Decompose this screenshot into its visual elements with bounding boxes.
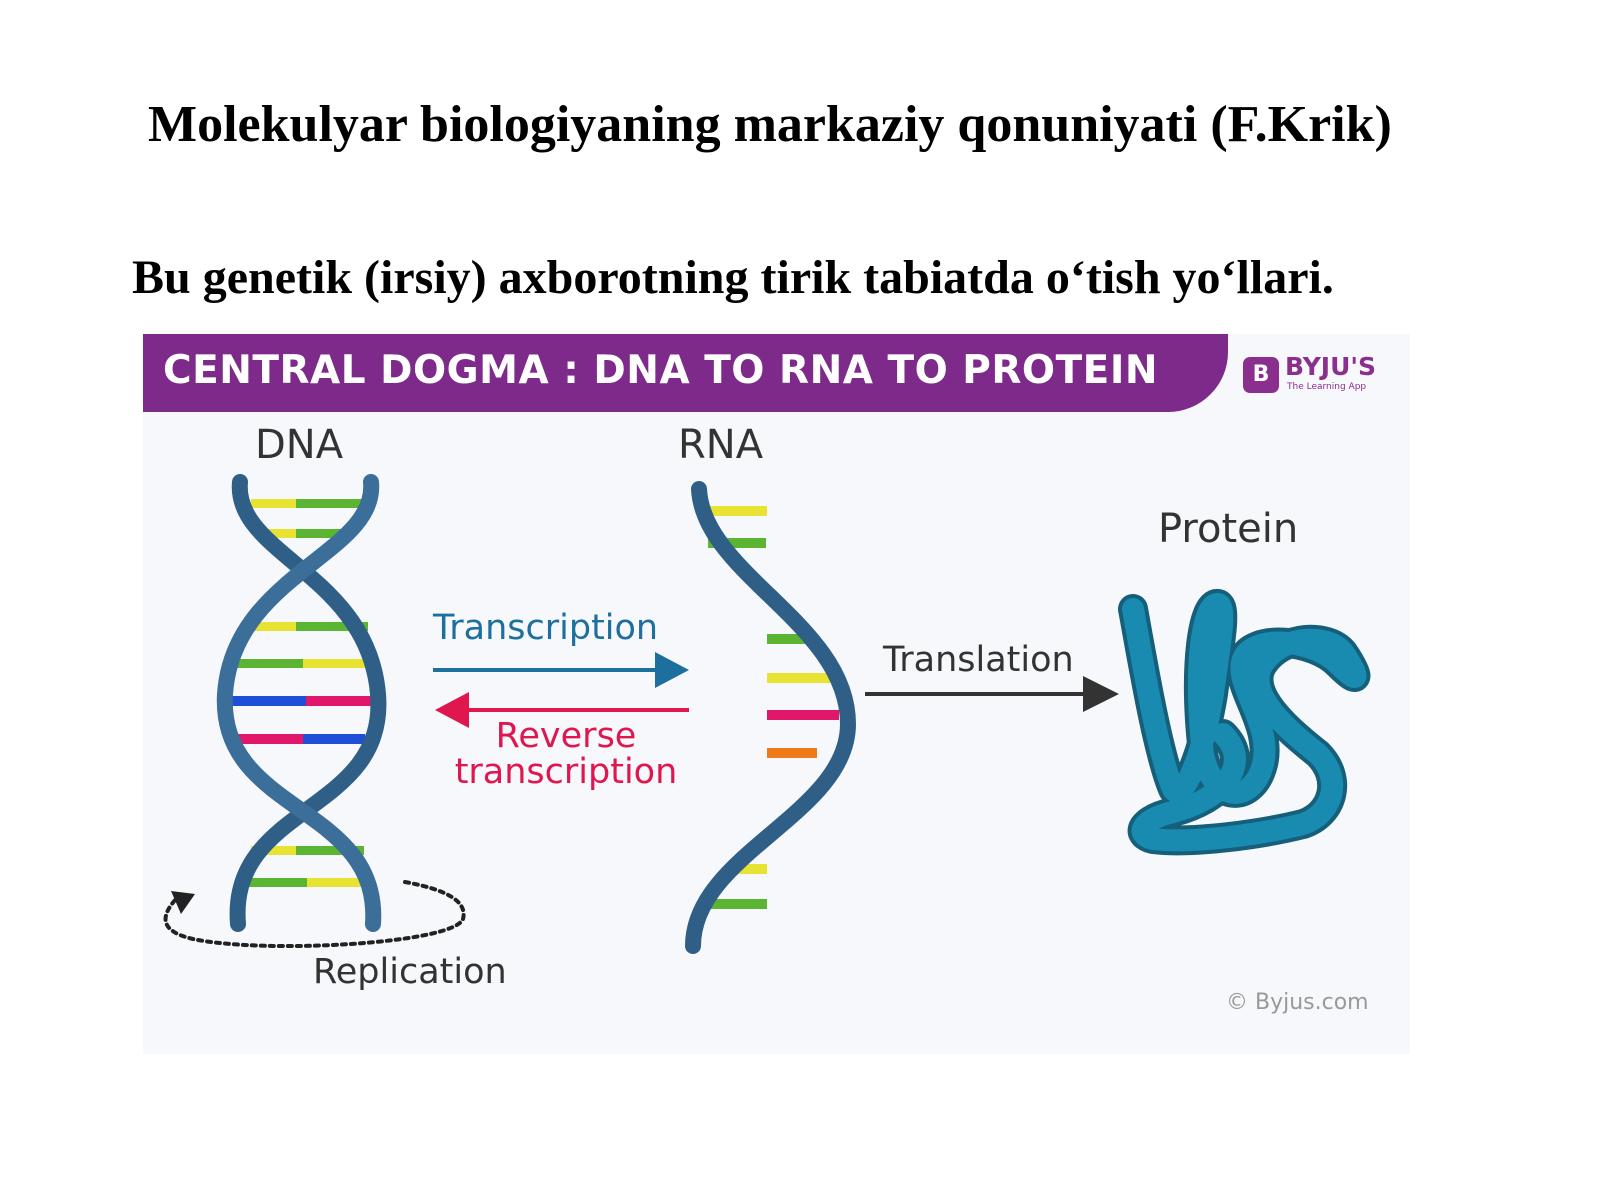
copyright-credit: © Byjus.com: [1226, 990, 1369, 1015]
dna-base-pair: [251, 622, 296, 631]
protein-structure: [1118, 589, 1371, 856]
byjus-logo: B BYJU'S The Learning App: [1243, 352, 1393, 402]
dna-label: DNA: [255, 422, 344, 468]
rna-strand: [685, 481, 857, 954]
slide-subtitle: Bu genetik (irsiy) axborotning tirik tab…: [132, 251, 1334, 304]
dna-base-pair: [235, 734, 303, 744]
translation-arrow: [865, 676, 1119, 712]
rna-base: [767, 634, 815, 644]
rna-base: [737, 864, 767, 874]
rna-base: [705, 506, 767, 516]
rna-base: [767, 748, 817, 758]
central-dogma-diagram: CENTRAL DOGMA : DNA TO RNA TO PROTEIN B …: [143, 334, 1410, 1054]
rna-label: RNA: [678, 422, 764, 468]
dna-base-pairs: [231, 499, 378, 887]
diagram-banner: CENTRAL DOGMA : DNA TO RNA TO PROTEIN: [143, 334, 1228, 412]
logo-mark: B: [1243, 357, 1279, 393]
dna-base-pair: [303, 734, 365, 744]
dna-base-pair: [296, 846, 364, 855]
diagram-artwork: [163, 474, 1371, 954]
dna-base-pair: [231, 696, 306, 706]
reverse-transcription-label: Reverse transcription: [454, 716, 678, 792]
logo-name: BYJU'S: [1285, 352, 1377, 381]
rna-base: [711, 899, 767, 909]
dna-base-pair: [251, 846, 296, 855]
dna-base-pair: [296, 529, 341, 538]
transcription-arrow: [433, 652, 689, 688]
rna-base: [767, 673, 839, 683]
replication-loop: [163, 880, 466, 949]
translation-label: Translation: [883, 640, 1074, 680]
dna-double-helix: [216, 474, 387, 932]
protein-label: Protein: [1158, 506, 1299, 552]
dna-base-pair: [303, 659, 378, 668]
rna-base: [767, 710, 839, 720]
dna-base-pair: [296, 622, 368, 631]
rna-base: [708, 538, 766, 548]
banner-title: CENTRAL DOGMA : DNA TO RNA TO PROTEIN: [163, 348, 1158, 393]
rna-bases: [705, 506, 839, 909]
dna-base-pair: [306, 696, 378, 706]
dna-base-pair: [247, 878, 307, 887]
logo-tagline: The Learning App: [1287, 382, 1367, 392]
dna-base-pair: [233, 659, 303, 668]
dna-base-pair: [251, 499, 296, 508]
slide-title: Molekulyar biologiyaning markaziy qonuni…: [148, 96, 1392, 153]
dna-base-pair: [296, 499, 366, 508]
dna-strand: [216, 474, 382, 932]
dna-base-pair: [307, 878, 369, 887]
reverse-transcription-arrow: [435, 692, 689, 728]
transcription-label: Transcription: [433, 608, 659, 648]
replication-label: Replication: [313, 952, 507, 992]
dna-strand: [229, 474, 387, 932]
dna-base-pair: [258, 529, 296, 538]
